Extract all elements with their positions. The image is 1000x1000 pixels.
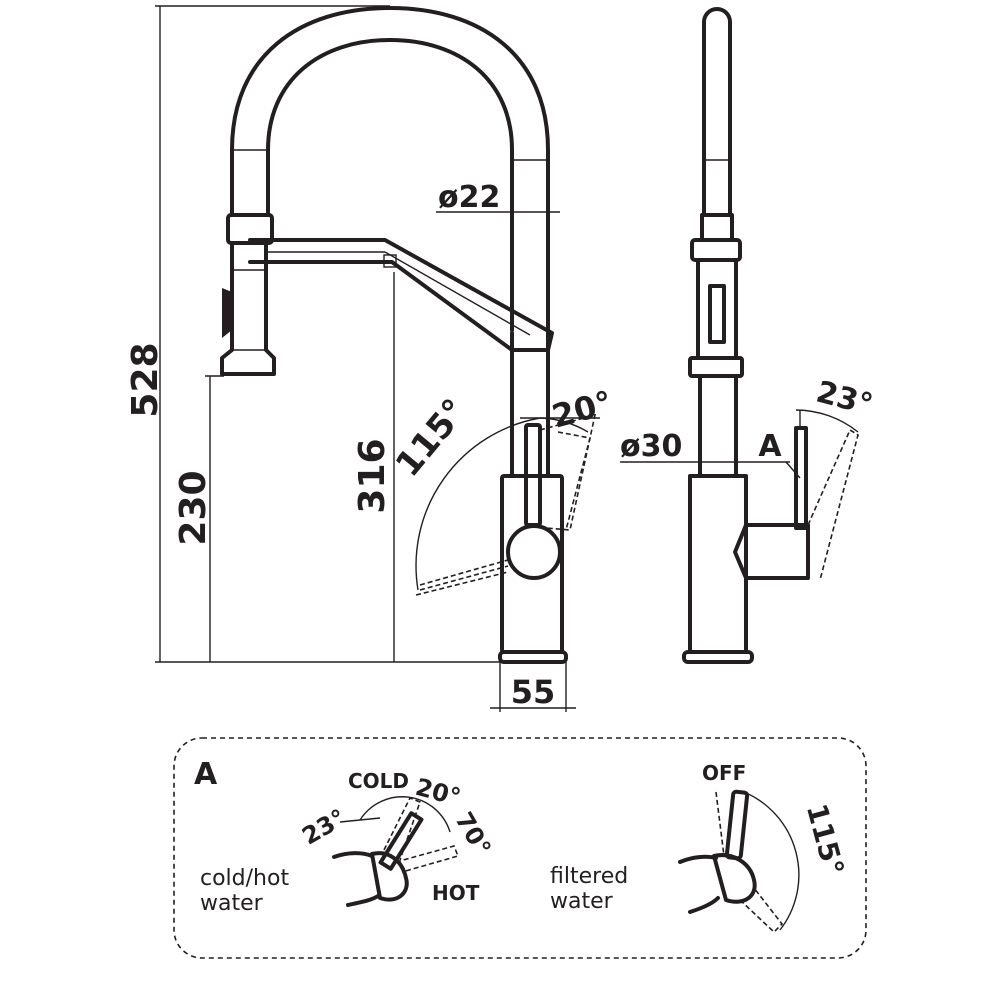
- off-label: OFF: [702, 761, 746, 785]
- spray-head-collar: [226, 213, 274, 245]
- caption-filtered-line2: water: [550, 889, 614, 914]
- dim-spout-height: 230: [173, 470, 214, 545]
- caption-cold-hot-line2: water: [200, 891, 264, 916]
- hot-label: HOT: [432, 881, 480, 905]
- detail-panel: A COLD HOT 23° 20° 70° cold/hot water: [173, 737, 867, 959]
- detail-angle-filtered: 115°: [800, 800, 851, 879]
- cold-label: COLD: [348, 769, 409, 793]
- front-lever-knob: [506, 524, 562, 580]
- spray-button: [222, 288, 232, 338]
- side-view: ø30 A 23°: [620, 7, 877, 664]
- gooseneck-outer: [230, 6, 550, 332]
- dim-hose-diameter: ø22: [438, 180, 500, 215]
- detail-angle-a: 23°: [297, 804, 350, 851]
- detail-marker: A: [758, 429, 782, 464]
- side-hose: [702, 7, 732, 217]
- support-arm: [248, 238, 554, 352]
- caption-cold-hot-line1: cold/hot: [200, 866, 289, 891]
- detail-angle-b: 20°: [413, 773, 464, 812]
- front-view: 528 230 316 ø22 55 115° 20°: [125, 5, 616, 712]
- angle-filter-lever: 23°: [813, 375, 877, 423]
- detail-title: A: [194, 757, 218, 792]
- angle-lever-sweep: 115°: [388, 391, 475, 484]
- spray-head: [220, 241, 276, 376]
- faucet-column: [510, 331, 550, 478]
- detail-filtered: OFF 115° filtered water: [550, 761, 851, 934]
- dim-base-diameter: 55: [511, 673, 556, 711]
- dim-total-height: 528: [125, 342, 166, 417]
- detail-frame: [173, 737, 867, 959]
- dim-body-diameter: ø30: [620, 429, 682, 464]
- side-body: [688, 474, 748, 654]
- detail-cold-hot: COLD HOT 23° 20° 70° cold/hot water: [200, 769, 496, 916]
- caption-filtered-line1: filtered: [550, 864, 628, 889]
- gooseneck-inner: [266, 38, 514, 332]
- filter-lever: [794, 426, 808, 530]
- faucet-base: [498, 650, 568, 664]
- dim-body-height: 316: [352, 438, 393, 513]
- angle-lever-tilt: 20°: [548, 383, 616, 435]
